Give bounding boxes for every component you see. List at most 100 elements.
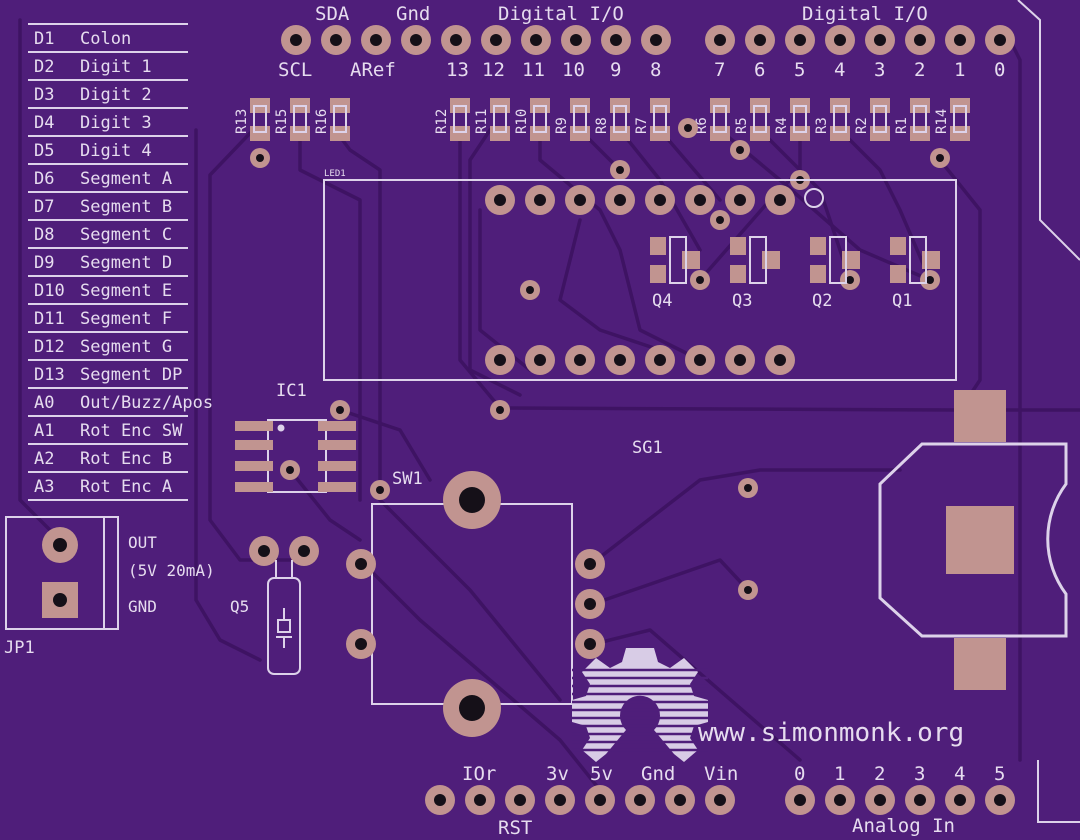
ic1-label: IC1: [276, 381, 307, 401]
legend-pin: A3: [34, 477, 54, 497]
header-pad: [985, 25, 1015, 55]
resistor: R16: [314, 98, 350, 141]
legend-label: Segment E: [80, 281, 172, 301]
top-header-pads: [281, 25, 1015, 55]
q5-label: Q5: [230, 597, 249, 616]
legend-label: Segment B: [80, 197, 172, 217]
legend-pin: D9: [34, 253, 54, 273]
bottom-header-pad: [425, 785, 455, 815]
legend-label: Segment A: [80, 169, 172, 189]
led1-pad: [485, 185, 515, 215]
legend-pin: D5: [34, 141, 54, 161]
via: [280, 460, 300, 480]
legend-label: Segment C: [80, 225, 172, 245]
legend-pin: D11: [34, 309, 65, 329]
legend-label: Rot Enc A: [80, 477, 172, 497]
resistor: R6: [694, 98, 730, 141]
led1-pad: [565, 185, 595, 215]
pin-legend-lines: [28, 23, 188, 501]
header-pad: [521, 25, 551, 55]
bottom-header-pads: [425, 785, 1015, 815]
header-pad: [281, 25, 311, 55]
header-pad: [705, 25, 735, 55]
via: [710, 210, 730, 230]
bottom-header-pad: [865, 785, 895, 815]
resistor: R10: [514, 98, 550, 141]
legend-label: Digit 4: [80, 141, 152, 161]
analog-pin-number: 1: [834, 763, 845, 785]
jp1-terminal: [5, 516, 119, 630]
legend-pin: D1: [34, 29, 54, 49]
header-pad: [401, 25, 431, 55]
bottom-header-pad: [465, 785, 495, 815]
open-hardware-logo-icon: [572, 648, 708, 762]
svg-text:R14: R14: [934, 109, 950, 134]
legend-label: Rot Enc SW: [80, 421, 183, 441]
label-rst: RST: [498, 817, 532, 839]
header-pad: [561, 25, 591, 55]
bottom-header-pad: [785, 785, 815, 815]
legend-pin: A0: [34, 393, 54, 413]
led1-pad: [565, 345, 595, 375]
label-gnd-top: Gnd: [396, 3, 430, 25]
analog-pin-number: 0: [794, 763, 805, 785]
bottom-header-pad: [705, 785, 735, 815]
led1-pin1-marker: [804, 188, 824, 208]
label-vin: Vin: [704, 763, 738, 785]
svg-text:R4: R4: [774, 117, 790, 134]
svg-text:R6: R6: [694, 117, 710, 134]
led1-pad: [525, 345, 555, 375]
header-pin-number: 8: [650, 59, 661, 81]
led1-outline: [323, 179, 957, 381]
sg1-label: SG1: [632, 438, 663, 458]
jp1-gnd-label: GND: [128, 597, 157, 616]
header-pad: [601, 25, 631, 55]
label-gnd-bottom: Gnd: [641, 763, 675, 785]
svg-text:R16: R16: [314, 109, 330, 134]
resistor: R3: [814, 98, 850, 141]
legend-label: Digit 2: [80, 85, 152, 105]
header-pin-number: 9: [610, 59, 621, 81]
label-3v: 3v: [546, 763, 569, 785]
via: [920, 270, 940, 290]
svg-text:R11: R11: [474, 109, 490, 134]
led1-pad: [605, 345, 635, 375]
legend-pin: D10: [34, 281, 65, 301]
via: [738, 580, 758, 600]
header-pad: [481, 25, 511, 55]
led1-label: LED1: [324, 169, 346, 179]
ic1: [235, 419, 356, 493]
led1-pad: [605, 185, 635, 215]
header-pin-number: 11: [522, 59, 545, 81]
svg-text:R3: R3: [814, 117, 830, 134]
bottom-header-pad: [585, 785, 615, 815]
svg-text:R7: R7: [634, 117, 650, 134]
analog-pin-number: 2: [874, 763, 885, 785]
legend-pin: D3: [34, 85, 54, 105]
label-sda: SDA: [315, 3, 350, 25]
header-pin-number: 1: [954, 59, 965, 81]
led1-pad: [765, 345, 795, 375]
svg-text:R13: R13: [234, 109, 250, 134]
resistor: R5: [734, 98, 770, 141]
transistor-label: Q3: [732, 291, 752, 311]
legend-pin: D8: [34, 225, 54, 245]
led1-pad: [485, 345, 515, 375]
bottom-header-pad: [505, 785, 535, 815]
header-pad: [441, 25, 471, 55]
crystal-q5: [249, 536, 319, 675]
via: [678, 118, 698, 138]
bottom-header-pad: [905, 785, 935, 815]
legend-pin: A1: [34, 421, 54, 441]
via: [490, 400, 510, 420]
header-pin-number: 12: [482, 59, 505, 81]
legend-pin: D4: [34, 113, 54, 133]
legend-pin: D6: [34, 169, 54, 189]
bottom-header-pad: [945, 785, 975, 815]
resistor: R1: [894, 98, 930, 141]
bottom-header-pad: [625, 785, 655, 815]
legend-label: Segment G: [80, 337, 172, 357]
led1-pad: [685, 185, 715, 215]
